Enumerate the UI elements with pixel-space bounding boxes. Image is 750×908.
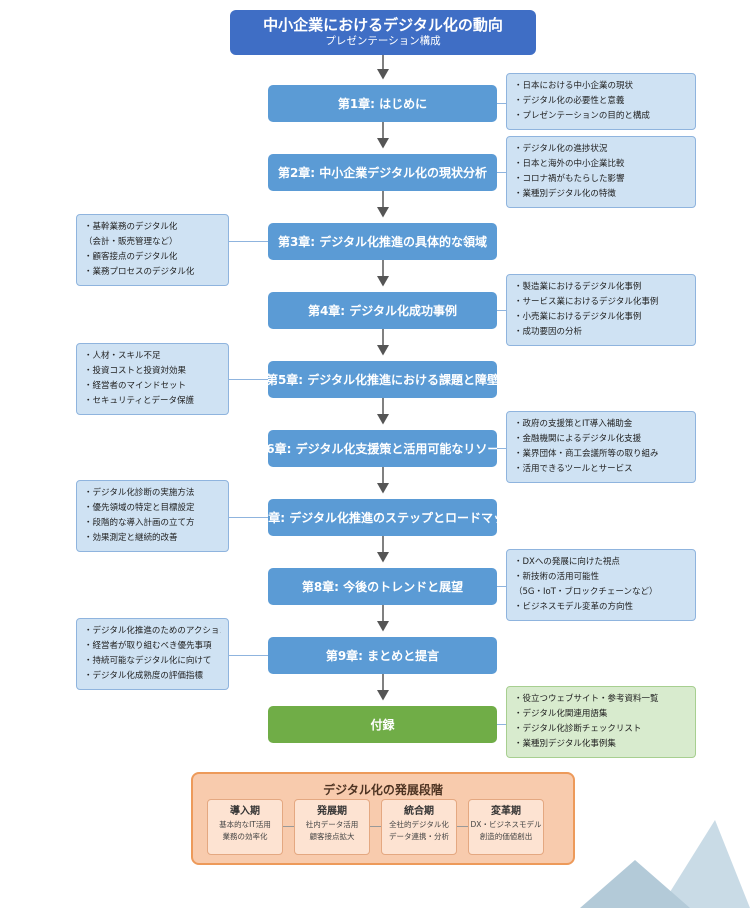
- corner-decoration: [580, 820, 750, 908]
- note-item: ・人材・スキル不足: [84, 351, 161, 361]
- note-item: （5G・IoT・ブロックチェーンなど）: [514, 587, 658, 597]
- note-item: ・デジタル化成熟度の評価指標: [84, 671, 203, 681]
- note-item: ・デジタル化関連用語集: [514, 709, 608, 719]
- note-item: ・業務プロセスのデジタル化: [84, 267, 195, 277]
- chapter-9-box: 第9章: まとめと提言: [268, 637, 497, 674]
- note-chapter-8: ・DXへの発展に向けた視点 ・新技術の活用可能性 （5G・IoT・ブロックチェー…: [506, 549, 696, 621]
- note-item: ・デジタル化診断チェックリスト: [514, 724, 642, 734]
- note-item: ・段階的な導入計画の立て方: [84, 518, 195, 528]
- chapter-7-box: 第7章: デジタル化推進のステップとロードマップ: [268, 499, 497, 536]
- stage-connector: [457, 826, 468, 827]
- note-item: ・業界団体・商工会議所等の取り組み: [514, 449, 659, 459]
- note-item: ・優先領域の特定と目標設定: [84, 503, 195, 513]
- stage-connector: [370, 826, 381, 827]
- stage-desc: 全社的デジタル化: [389, 820, 449, 829]
- note-item: ・セキュリティとデータ保護: [84, 396, 194, 406]
- stage-desc: 基本的なIT活用: [219, 820, 271, 829]
- title-main: 中小企業におけるデジタル化の動向: [263, 16, 503, 34]
- note-item: ・業種別デジタル化の特徴: [514, 189, 616, 199]
- note-item: ・サービス業におけるデジタル化事例: [514, 297, 659, 307]
- note-item: ・コロナ禍がもたらした影響: [514, 174, 625, 184]
- note-item: ・効果測定と継続的改善: [84, 533, 178, 543]
- stage-name: 発展期: [317, 806, 347, 817]
- note-item: ・投資コストと投資対効果: [84, 366, 187, 376]
- note-chapter-2: ・デジタル化の進捗状況 ・日本と海外の中小企業比較 ・コロナ禍がもたらした影響 …: [506, 136, 696, 208]
- note-item: ・役立つウェブサイト・参考資料一覧: [514, 694, 659, 704]
- note-item: ・デジタル化の進捗状況: [514, 144, 608, 154]
- note-item: ・持続可能なデジタル化に向けて: [84, 656, 212, 666]
- note-item: ・小売業におけるデジタル化事例: [514, 312, 642, 322]
- appendix-box: 付録: [268, 706, 497, 743]
- note-item: ・基幹業務のデジタル化: [84, 222, 178, 232]
- deco-triangle-small: [580, 860, 690, 908]
- stage-development: 発展期 社内データ活用 顧客接点拡大: [294, 799, 370, 855]
- chapter-4-box: 第4章: デジタル化成功事例: [268, 292, 497, 329]
- stage-name: 変革期: [491, 806, 521, 817]
- note-item: ・成功要因の分析: [514, 327, 583, 337]
- chapter-2-box: 第2章: 中小企業デジタル化の現状分析: [268, 154, 497, 191]
- stage-name: 導入期: [230, 806, 260, 817]
- stage-name: 統合期: [404, 806, 434, 817]
- note-item: ・デジタル化診断の実施方法: [84, 488, 195, 498]
- stage-connector: [283, 826, 294, 827]
- deco-triangle-large: [660, 820, 750, 908]
- chapter-8-box: 第8章: 今後のトレンドと展望: [268, 568, 497, 605]
- note-chapter-4: ・製造業におけるデジタル化事例 ・サービス業におけるデジタル化事例 ・小売業にお…: [506, 274, 696, 346]
- note-item: ・新技術の活用可能性: [514, 572, 600, 582]
- note-chapter-9: ・デジタル化推進のためのアクション ・経営者が取り組むべき優先事項 ・持続可能な…: [76, 618, 229, 690]
- stages-title: デジタル化の発展段階: [323, 783, 443, 797]
- stage-desc: DX・ビジネスモデル: [470, 820, 542, 829]
- note-item: ・製造業におけるデジタル化事例: [514, 282, 642, 292]
- note-chapter-1: ・日本における中小企業の現状 ・デジタル化の必要性と意義 ・プレゼンテーションの…: [506, 73, 696, 130]
- note-item: ・経営者のマインドセット: [84, 381, 187, 391]
- note-item: ・業種別デジタル化事例集: [514, 739, 616, 749]
- stage-desc: 顧客接点拡大: [309, 832, 355, 841]
- note-item: ・日本における中小企業の現状: [514, 81, 634, 91]
- note-item: （会計・販売管理など）: [84, 237, 178, 247]
- note-item: ・金融機関によるデジタル化支援: [514, 434, 642, 444]
- chapter-3-box: 第3章: デジタル化推進の具体的な領域: [268, 223, 497, 260]
- note-item: ・デジタル化の必要性と意義: [514, 96, 625, 106]
- stage-desc: 社内データ活用: [305, 820, 359, 829]
- title-sub: プレゼンテーション構成: [325, 35, 441, 47]
- stage-desc: 業務の効率化: [222, 832, 268, 841]
- note-item: ・日本と海外の中小企業比較: [514, 159, 625, 169]
- diagram-title: 中小企業におけるデジタル化の動向 プレゼンテーション構成: [230, 10, 536, 55]
- chapter-6-box: 第6章: デジタル化支援策と活用可能なリソース: [268, 430, 497, 467]
- development-stages-panel: デジタル化の発展段階 導入期 基本的なIT活用 業務の効率化 発展期 社内データ…: [191, 772, 575, 865]
- stage-introduction: 導入期 基本的なIT活用 業務の効率化: [207, 799, 283, 855]
- stage-transformation: 変革期 DX・ビジネスモデル 創造的価値創出: [468, 799, 544, 855]
- stage-desc: データ連携・分析: [389, 832, 449, 841]
- note-item: ・活用できるツールとサービス: [514, 464, 633, 474]
- note-chapter-6: ・政府の支援策とIT導入補助金 ・金融機関によるデジタル化支援 ・業界団体・商工…: [506, 411, 696, 483]
- note-chapter-3: ・基幹業務のデジタル化 （会計・販売管理など） ・顧客接点のデジタル化 ・業務プ…: [76, 214, 229, 286]
- note-item: ・経営者が取り組むべき優先事項: [84, 641, 212, 651]
- note-item: ・デジタル化推進のためのアクション: [84, 626, 221, 636]
- chapter-5-box: 第5章: デジタル化推進における課題と障壁: [268, 361, 497, 398]
- note-item: ・ビジネスモデル変革の方向性: [514, 602, 634, 612]
- stage-integration: 統合期 全社的デジタル化 データ連携・分析: [381, 799, 457, 855]
- stage-desc: 創造的価値創出: [479, 832, 533, 841]
- note-item: ・政府の支援策とIT導入補助金: [514, 419, 633, 429]
- note-item: ・プレゼンテーションの目的と構成: [514, 111, 650, 121]
- note-chapter-7: ・デジタル化診断の実施方法 ・優先領域の特定と目標設定 ・段階的な導入計画の立て…: [76, 480, 229, 552]
- chapter-1-box: 第1章: はじめに: [268, 85, 497, 122]
- note-item: ・DXへの発展に向けた視点: [514, 557, 620, 567]
- note-item: ・顧客接点のデジタル化: [84, 252, 178, 262]
- note-chapter-5: ・人材・スキル不足 ・投資コストと投資対効果 ・経営者のマインドセット ・セキュ…: [76, 343, 229, 415]
- note-appendix: ・役立つウェブサイト・参考資料一覧 ・デジタル化関連用語集 ・デジタル化診断チェ…: [506, 686, 696, 758]
